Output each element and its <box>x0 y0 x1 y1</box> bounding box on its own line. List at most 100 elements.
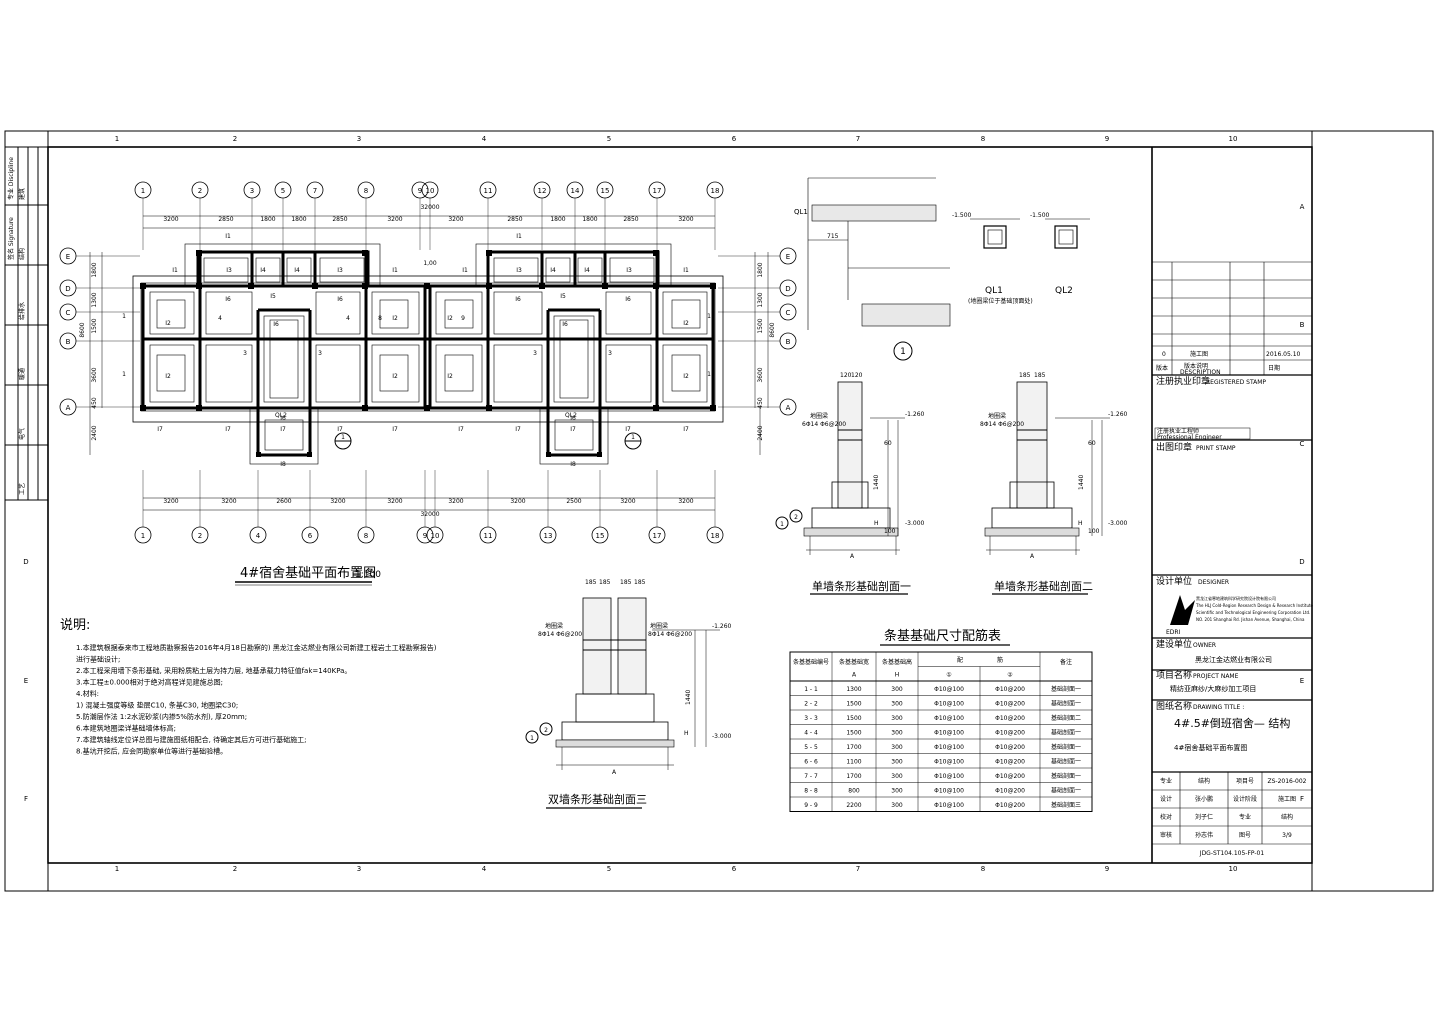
owner-label: 建设单位 <box>1156 638 1192 650</box>
axis-top-10-7-circle <box>421 181 439 199</box>
people-value-1: 施工图 <box>1278 795 1296 803</box>
axis-top-17-12: 17 <box>653 187 662 195</box>
footing-label-19: 1 <box>122 371 126 378</box>
s2-d100: 100 <box>1088 528 1100 535</box>
border-col-bottom-3: 3 <box>357 865 361 873</box>
note-line-5: 1) 混凝土强度等级 垫层C10, 条基C30, 地圈梁C30; <box>76 701 238 710</box>
s3-marker-2: 2 <box>544 727 548 734</box>
plan-dim-top-4: 2850 <box>332 216 347 223</box>
footing-label-16: I6 <box>280 415 286 422</box>
drawing-value-2: 4#宿舍基础平面布置图 <box>1174 743 1247 752</box>
border-col-bottom-7: 7 <box>856 865 860 873</box>
footing-label-53: 8 <box>378 315 382 322</box>
table-cell-8-5: 基础剖面三 <box>1051 801 1081 809</box>
table-cell-3-5: 基础剖面一 <box>1051 729 1081 737</box>
s1-elev-top: -1.260 <box>905 411 925 418</box>
people-value-3: 3/9 <box>1282 832 1292 839</box>
axis-top-18-13-circle <box>706 181 724 199</box>
border-left-letters: DEF <box>23 558 28 803</box>
footing-label-47: I3 <box>516 267 522 274</box>
plan-scale: 1:100 <box>355 570 381 580</box>
note-line-8: 7.本建筑轴线定位详总图与建施图纸相配合, 待确定其后方可进行基础施工; <box>76 735 307 744</box>
axis-top-3-2-circle <box>243 181 261 199</box>
axis-right-D: D <box>785 285 790 293</box>
plan-dim-right-2400: 2400 <box>757 425 764 440</box>
plan-dim-top-6: 3200 <box>448 216 463 223</box>
sign-discipline-5: 工艺 <box>18 483 26 495</box>
s1-A: A <box>850 553 855 560</box>
table-header-4: 筋 <box>997 656 1003 664</box>
axis-top-11-8: 11 <box>484 187 493 195</box>
s1-d100: 100 <box>884 528 896 535</box>
border-row-C: C <box>1300 440 1305 448</box>
border-col-top-6: 6 <box>732 135 737 143</box>
axis-bottom-17-10: 17 <box>653 532 662 540</box>
rev-header-date: 日期 <box>1268 364 1280 372</box>
company-line-3: NO. 201 Shanghai Rd. Jishan Avenue, Shan… <box>1196 617 1305 622</box>
company-line-1: The HLJ Cold-Region Research Design & Re… <box>1195 603 1314 608</box>
axis-right-E-circle <box>779 247 797 265</box>
note-line-0: 1.本建筑根据泰来市工程地质勘察报告2016年4月18日勘察的) 黑龙江金达燃业… <box>76 643 437 652</box>
note-line-9: 8.基坑开挖后, 应会同勘察单位等进行基础验槽。 <box>76 747 227 756</box>
section-1: 1 2 120 120 -1.260 -3.000 1440 H 60 100 … <box>775 372 925 595</box>
axis-bottom-13-8-circle <box>539 526 557 544</box>
footing-label-27: I2 <box>683 373 689 380</box>
outer-frame <box>4 130 1434 892</box>
table-cell-4-1: 1700 <box>846 744 861 751</box>
s1-marker-1: 1 <box>780 521 784 528</box>
footing-label-4: I1 <box>462 267 468 274</box>
s1-label: 地圈梁 <box>810 412 828 420</box>
s3-dim-a: 185 <box>585 579 597 586</box>
plan-ref-1b: 1 <box>631 434 635 441</box>
footing-label-28: I2 <box>447 373 453 380</box>
footing-label-5: I1 <box>683 267 689 274</box>
table-cell-5-3: Φ10@100 <box>934 759 964 766</box>
inner-frame <box>47 146 1313 864</box>
table-cell-7-1: 800 <box>848 788 860 795</box>
rev-header-desc: 版本说明 <box>1184 362 1208 370</box>
axis-top-9-6: 9 <box>418 187 422 195</box>
drawing-label: 图纸名称 <box>1156 700 1192 712</box>
plan-dim-right-total: 8600 <box>769 322 776 337</box>
plan-dim-top-2: 1800 <box>260 216 275 223</box>
border-row-F: F <box>1300 795 1304 803</box>
axis-top-2-1-circle <box>191 181 209 199</box>
plan-dim-right-2: 1500 <box>757 318 764 333</box>
border-col-top-4: 4 <box>482 135 487 143</box>
s2-elev-bottom: -3.000 <box>1108 520 1128 527</box>
footing-label-40: I8 <box>280 461 286 468</box>
border-col-top-10: 10 <box>1229 135 1238 143</box>
rev-header-version: 版本 <box>1156 364 1168 372</box>
axis-left-E-circle <box>59 247 77 265</box>
footing-label-10: I2 <box>165 320 171 327</box>
axis-left-D: D <box>65 285 70 293</box>
plan-dim-top-10: 2850 <box>623 216 638 223</box>
footing-label-0: I1 <box>225 233 231 240</box>
section-2: 185 185 -1.260 -3.000 1440 H 60 100 A 地圈… <box>980 372 1128 595</box>
table-cell-3-2: 300 <box>891 730 903 737</box>
footing-label-29: I2 <box>392 373 398 380</box>
footing-label-32: I7 <box>337 426 343 433</box>
axis-bottom-18-11: 18 <box>711 532 720 540</box>
axis-bottom-10-6: 10 <box>431 532 440 540</box>
axis-bottom-4-2-circle <box>249 526 267 544</box>
footing-label-46: I3 <box>337 267 343 274</box>
axis-bottom-9-5-circle <box>416 526 434 544</box>
registered-stamp-label: 注册执业印章 <box>1156 375 1210 387</box>
ql-sections: QL1 QL2 (地圈梁位于基础顶面处) -1.500 -1.500 <box>952 212 1090 305</box>
table-cell-3-4: Φ10@200 <box>995 730 1025 737</box>
plan-dim-bottom-8: 3200 <box>620 498 635 505</box>
drawing-number: JDG-ST104.105-FP-01 <box>1199 850 1265 857</box>
print-stamp-label: 出图印章 <box>1156 441 1192 453</box>
table-subheader-1: A <box>852 672 857 679</box>
project-en: PROJECT NAME <box>1193 673 1239 680</box>
table-cell-4-4: Φ10@200 <box>995 744 1025 751</box>
sign-discipline-3: 暖通 <box>18 368 26 380</box>
s3-label-a: 地圈梁 <box>545 622 563 630</box>
axis-bottom-11-7: 11 <box>484 532 493 540</box>
footing-label-30: I7 <box>157 426 163 433</box>
table-header-1: 条基基础宽 <box>839 658 869 666</box>
footing-label-49: I4 <box>260 267 266 274</box>
footing-label-44: I5 <box>560 293 566 300</box>
